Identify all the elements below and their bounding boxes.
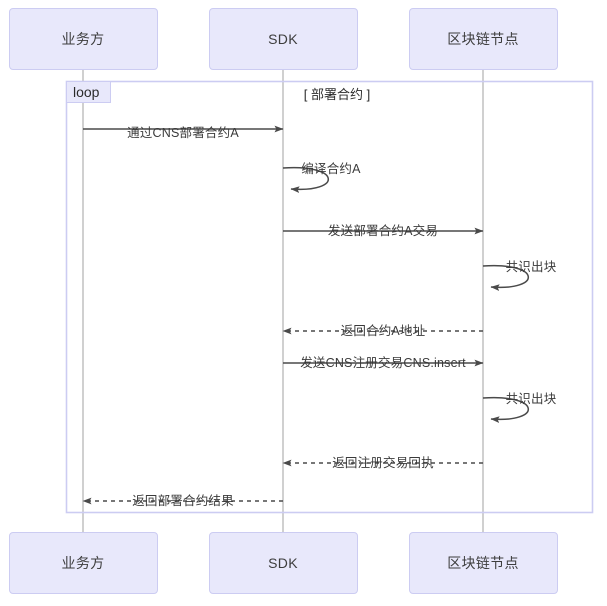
loop-operator-tab: loop [67, 82, 111, 103]
participant-box-node-bottom[interactable]: 区块链节点 [408, 532, 558, 594]
message-label-m5: 返回合约A地址 [340, 324, 426, 338]
loop-frame-rect [65, 80, 594, 514]
loop-fragment-frame [65, 80, 594, 514]
participant-label-sdk-top: SDK [268, 31, 298, 47]
message-label-m7: 共识出块 [505, 392, 557, 406]
participant-label-business-top: 业务方 [61, 31, 105, 47]
message-label-m1: 通过CNS部署合约A [127, 126, 239, 140]
lifelines [82, 70, 484, 532]
message-label-m2: 编译合约A [301, 162, 361, 176]
loop-operator-label: loop [73, 84, 100, 100]
message-arrow-m2 [282, 166, 329, 194]
message-arrows [82, 125, 529, 505]
loop-guard-label: [ 部署合约 ] [303, 87, 371, 102]
participant-box-business-bottom[interactable]: 业务方 [8, 532, 158, 594]
participant-label-node-bottom: 区块链节点 [447, 555, 519, 571]
participant-box-sdk-bottom[interactable]: SDK [208, 532, 358, 594]
message-arrow-m4 [482, 264, 529, 292]
participant-box-sdk-top[interactable]: SDK [208, 8, 358, 70]
message-label-m6: 发送CNS注册交易CNS.insert [300, 356, 466, 370]
message-label-m4: 共识出块 [505, 260, 557, 274]
participant-label-business-bottom: 业务方 [61, 555, 105, 571]
message-arrow-m7 [482, 396, 529, 424]
message-label-m3: 发送部署合约A交易 [327, 224, 439, 238]
participant-box-business-top[interactable]: 业务方 [8, 8, 158, 70]
participant-label-node-top: 区块链节点 [447, 31, 519, 47]
message-label-m9: 返回部署合约结果 [132, 494, 234, 508]
participant-label-sdk-bottom: SDK [268, 555, 298, 571]
message-label-m8: 返回注册交易回执 [332, 456, 434, 470]
participant-box-node-top[interactable]: 区块链节点 [408, 8, 558, 70]
